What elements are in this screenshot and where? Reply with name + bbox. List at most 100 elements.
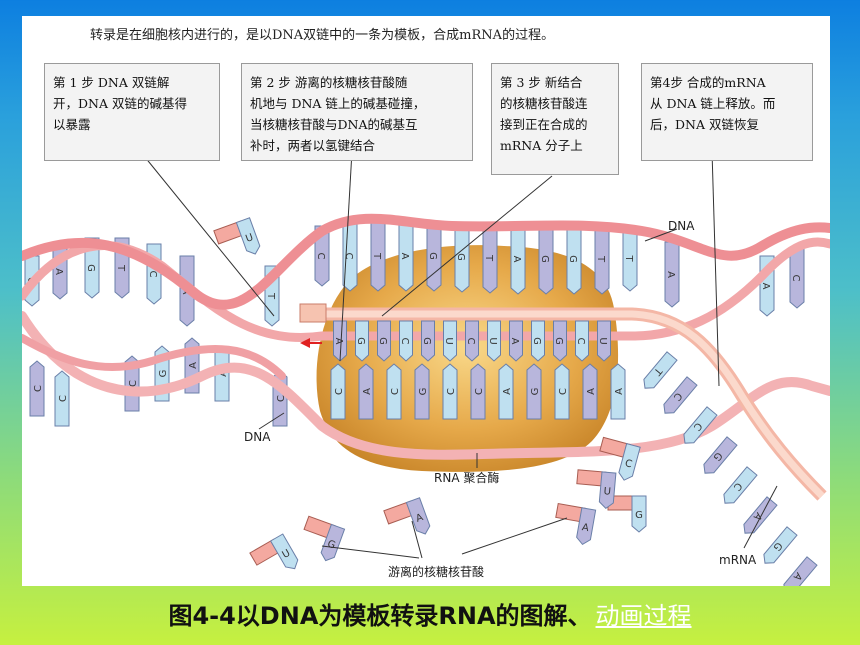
base-letter: T (115, 264, 126, 272)
base-letter: G (326, 539, 337, 552)
mrna-tail-base: G (763, 526, 798, 564)
base-letter: G (427, 252, 438, 260)
dna-top-base: G (84, 237, 100, 299)
dna-top-base: A (664, 241, 680, 308)
base-letter: A (581, 522, 590, 534)
step-1-box: 第 1 步 DNA 双链解 开，DNA 双链的碱基得 以暴露 (44, 63, 220, 161)
base-letter: A (586, 388, 597, 395)
mrna-tail-base: C (723, 466, 758, 504)
base-letter: C (399, 338, 410, 345)
base-letter: T (623, 254, 634, 262)
dna-bottom-base: A (358, 363, 374, 420)
label-mrna: mRNA (719, 553, 757, 567)
label-dna-top: DNA (668, 219, 695, 233)
base-letter: G (421, 337, 432, 345)
base-letter: U (281, 548, 293, 561)
base-letter: T (265, 292, 276, 300)
base-letter: C (147, 271, 158, 278)
dna-top-base: G (454, 221, 470, 293)
dna-bottom-base: C (554, 363, 570, 420)
dna-top-base: A (510, 223, 526, 295)
base-letter: C (446, 388, 457, 395)
dna-top-base: C (789, 247, 805, 309)
leader-free-2 (411, 520, 423, 559)
mrna-tail-base: C (683, 406, 718, 444)
base-letter: G (553, 337, 564, 345)
base-letter: C (575, 338, 586, 345)
dna-backbone-cross (22, 334, 286, 380)
base-letter: G (158, 370, 169, 378)
free-nucleotide: U (249, 533, 299, 570)
dna-top-base: G (566, 223, 582, 295)
base-letter: C (315, 253, 326, 260)
dna-top-base: G (426, 220, 442, 292)
base-letter: U (443, 337, 454, 344)
base-letter: G (455, 253, 466, 261)
caption-main: 图4-4以DNA为模板转录RNA的图解、 (168, 602, 592, 630)
base-letter: C (33, 385, 44, 392)
leader-step2 (339, 150, 353, 362)
base-letter: G (85, 264, 96, 272)
dna-bottom-base: C (386, 363, 402, 420)
step-4-box: 第4步 合成的mRNA 从 DNA 链上释放。而 后，DNA 双链恢复 (641, 63, 813, 161)
leader-dna-top (644, 228, 678, 242)
leader-free-3 (461, 517, 568, 555)
base-letter: A (415, 512, 425, 525)
base-letter: C (276, 395, 287, 402)
free-nucleotide: U (213, 217, 261, 255)
dna-backbone-top (22, 213, 830, 310)
mrna-base: U (487, 320, 501, 362)
dna-top-base: A (398, 220, 414, 292)
base-letter: C (334, 388, 345, 395)
base-letter: A (509, 338, 520, 345)
base-letter: A (333, 338, 344, 345)
base-letter: C (558, 388, 569, 395)
base-letter: U (487, 337, 498, 344)
label-dna-left: DNA (244, 430, 271, 444)
step-1-text: 第 1 步 DNA 双链解 开，DNA 双链的碱基得 以暴露 (53, 75, 187, 132)
leader-step4 (711, 150, 720, 387)
base-letter: C (624, 458, 634, 470)
mrna-tail-base: A (743, 496, 778, 534)
dna-bottom-base: C (54, 370, 70, 427)
mrna-base: A (509, 320, 523, 362)
mrna-tail-base: C (663, 376, 698, 414)
figure-caption: 图4-4以DNA为模板转录RNA的图解、动画过程 (0, 596, 860, 631)
base-letter: A (614, 388, 625, 395)
direction-arrowhead (300, 338, 310, 348)
base-letter: C (128, 380, 139, 387)
base-letter: G (531, 337, 542, 345)
dna-top-base: T (482, 222, 498, 294)
mrna-tail-base: G (703, 436, 738, 474)
base-letter: C (790, 275, 801, 282)
dna-top-base: T (370, 220, 386, 292)
base-letter: A (665, 271, 676, 278)
free-nucleotide: C (599, 436, 641, 481)
step-2-box: 第 2 步 游离的核糖核苷酸随 机地与 DNA 链上的碱基碰撞， 当核糖核苷酸与… (241, 63, 473, 161)
label-rna-polymerase: RNA 聚合酶 (434, 470, 499, 485)
dna-bottom-base: C (470, 363, 486, 420)
dna-bottom-base: C (330, 363, 346, 420)
mrna-base: C (465, 320, 479, 362)
step-4-text: 第4步 合成的mRNA 从 DNA 链上释放。而 后，DNA 双链恢复 (650, 75, 776, 132)
base-letter: G (418, 388, 429, 396)
base-letter: C (343, 253, 354, 260)
base-letter: A (362, 388, 373, 395)
base-letter: T (483, 254, 494, 262)
dna-bottom-base: A (582, 363, 598, 420)
dna-bottom-base: C (442, 363, 458, 420)
mrna-base: G (553, 320, 567, 362)
mrna-base: A (333, 320, 347, 362)
dna-bottom-base: C (29, 360, 45, 417)
base-letter: C (474, 388, 485, 395)
base-letter: A (760, 283, 771, 290)
base-letter: G (539, 255, 550, 263)
step-3-box: 第 3 步 新结合 的核糖核苷酸连 接到正在合成的 mRNA 分子上 (491, 63, 619, 175)
animation-link[interactable]: 动画过程 (595, 602, 692, 630)
step-3-text: 第 3 步 新结合 的核糖核苷酸连 接到正在合成的 mRNA 分子上 (500, 75, 588, 153)
free-nucleotide: A (383, 497, 431, 535)
headline: 转录是在细胞核内进行的，是以DNA双链中的一条为模板，合成mRNA的过程。 (90, 28, 555, 43)
base-letter: C (465, 338, 476, 345)
base-letter: G (635, 510, 643, 521)
